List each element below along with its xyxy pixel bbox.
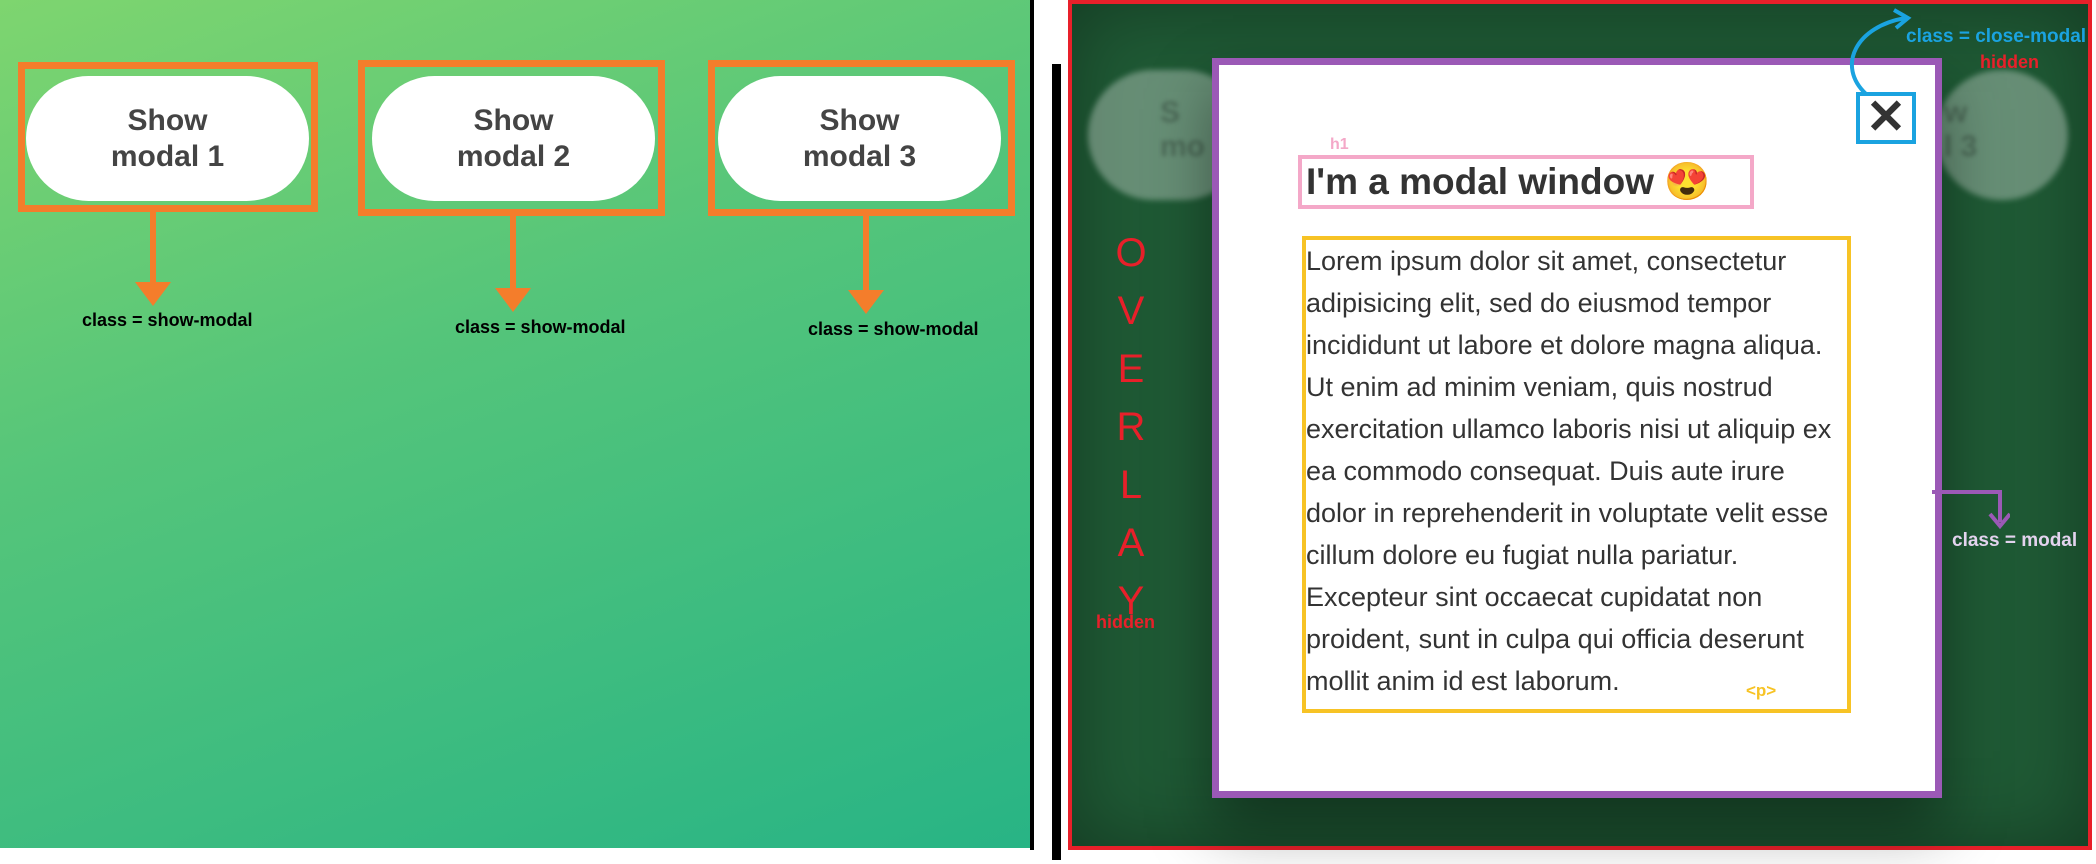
- button-2-annotation-box: [358, 60, 665, 216]
- overlay-letter: A: [1117, 521, 1145, 565]
- overlay-letter: E: [1117, 347, 1145, 391]
- button-3-arrow: [863, 216, 869, 292]
- button-2-arrow: [510, 216, 516, 290]
- close-modal-button[interactable]: ✕: [1856, 92, 1916, 144]
- button-3-annotation-box: [708, 60, 1015, 216]
- modal-window: [1212, 58, 1942, 798]
- close-modal-hidden-note: hidden: [1980, 52, 2039, 72]
- button-2-class-note: class = show-modal: [455, 317, 626, 337]
- panel-divider-thick: [1052, 64, 1061, 860]
- modal-annotation-arrow-line: [1932, 490, 2002, 522]
- button-1-arrow-head: [135, 282, 171, 306]
- modal-annotation-arrow: [1932, 490, 2010, 530]
- p-tag-label: <p>: [1746, 681, 1777, 700]
- overlay-letter: Y: [1117, 579, 1145, 623]
- overlay-letter: O: [1115, 231, 1147, 275]
- overlay-hidden-note: hidden: [1096, 612, 1155, 632]
- modal-class-note: class = modal: [1952, 530, 2078, 551]
- modal-text: Lorem ipsum dolor sit amet, consectetur …: [1306, 246, 1832, 696]
- overlay-letter: L: [1119, 463, 1143, 507]
- blurred-button-3: [1936, 70, 2068, 200]
- h1-annotation-box: [1298, 155, 1754, 209]
- overlay-letter: V: [1117, 289, 1145, 333]
- panel-divider-thin: [1030, 0, 1034, 850]
- show-modal-1-button[interactable]: Show modal 1: [26, 76, 309, 201]
- button-1-annotation-box: [18, 62, 318, 212]
- overlay-annotation-letters: O V E R L A Y: [1108, 224, 1154, 630]
- button-3-arrow-head: [848, 290, 884, 314]
- modal-annotation-arrow-head: [1988, 512, 2010, 530]
- close-modal-class-note: class = close-modal: [1906, 26, 2087, 47]
- close-annotation-arrow: [1849, 8, 1912, 96]
- overlay-letter: R: [1116, 405, 1146, 449]
- show-modal-2-button[interactable]: Show modal 2: [372, 76, 655, 201]
- show-modal-3-button[interactable]: Show modal 3: [718, 76, 1001, 201]
- h1-tag-label: h1: [1330, 136, 1349, 153]
- button-3-class-note: class = show-modal: [808, 319, 979, 339]
- close-annotation-arrow-head: [1893, 8, 1912, 30]
- button-1-arrow: [150, 212, 156, 284]
- button-1-class-note: class = show-modal: [82, 310, 253, 330]
- button-2-arrow-head: [495, 288, 531, 312]
- close-annotation-arrow-curve: [1849, 16, 1907, 96]
- modal-title: I'm a modal window 😍: [1306, 160, 1711, 202]
- paragraph-annotation-box: [1302, 236, 1851, 713]
